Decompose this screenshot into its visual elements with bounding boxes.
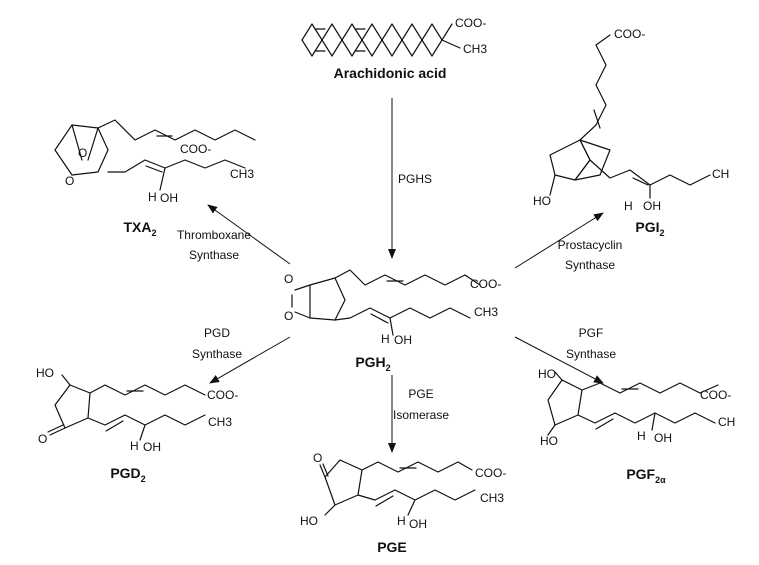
arachidonic-ch3-label: CH3 (463, 42, 487, 56)
pgd2-h-label: H (130, 439, 139, 453)
pgi2-structure: COO- CH HO H OH (533, 27, 729, 213)
pge-structure: O HO COO- CH3 H OH (300, 451, 506, 531)
enzyme-prostacyclin-synthase-line2: Synthase (565, 258, 615, 272)
txa2-cooh-label: COO- (180, 142, 211, 156)
pgd2-ch3-label: CH3 (208, 415, 232, 429)
pge-ch3-label: CH3 (480, 491, 504, 505)
arachidonic-acid-structure: COO- CH3 (301, 16, 487, 57)
pgf2a-name: PGF2α (626, 466, 666, 485)
pgi2-oh-label: OH (643, 199, 661, 213)
pgi2-cooh-label: COO- (614, 27, 645, 41)
pgh2-o-label-2: O (284, 309, 293, 323)
pgi2-ho-label: HO (533, 194, 551, 208)
pgi2-h-label: H (624, 199, 633, 213)
txa2-oh-label: OH (160, 191, 178, 205)
pgf2a-ho-label-1: HO (538, 367, 556, 381)
txa2-ch3-label: CH3 (230, 167, 254, 181)
enzyme-pgf-synthase-line1: PGF (579, 326, 604, 340)
pgh2-ch3-label: CH3 (474, 305, 498, 319)
enzyme-prostacyclin-synthase-line1: Prostacyclin (558, 238, 623, 252)
enzyme-thromboxane-synthase-line2: Synthase (189, 248, 239, 262)
pgd2-oh-label: OH (143, 440, 161, 454)
enzyme-pgf-synthase-line2: Synthase (566, 347, 616, 361)
arachidonic-cooh-label: COO- (455, 16, 486, 30)
pgf2a-cooh-label: COO- (700, 388, 731, 402)
pgi2-ch3-label: CH (712, 167, 729, 181)
pgh2-structure: O O COO- CH3 H OH (284, 269, 501, 347)
pgh2-cooh-label: COO- (470, 277, 501, 291)
pgh2-name: PGH2 (355, 354, 390, 373)
arrow-pgh2-to-pgd2 (209, 336, 291, 384)
arrow-pgh2-to-txa2 (207, 204, 291, 265)
arrow-pgh2-to-pgf2a (514, 336, 604, 384)
pgf2a-ch3-label: CH (718, 415, 735, 429)
pgd2-ho-label: HO (36, 366, 54, 380)
enzyme-thromboxane-synthase-line1: Thromboxane (177, 228, 251, 242)
txa2-structure: O O COO- CH3 H OH (54, 119, 256, 205)
txa2-o-label-1: O (78, 146, 87, 160)
pge-name: PGE (377, 539, 407, 555)
enzyme-pgd-synthase-line1: PGD (204, 326, 230, 340)
pge-keto-o-label: O (313, 451, 322, 465)
pgh2-h-label: H (381, 332, 390, 346)
pgh2-oh-label: OH (394, 333, 412, 347)
pge-ho-label: HO (300, 514, 318, 528)
pgi2-name: PGI2 (635, 219, 664, 238)
pge-oh-label: OH (409, 517, 427, 531)
pgd2-keto-o-label: O (38, 432, 47, 446)
pge-cooh-label: COO- (475, 466, 506, 480)
pgf2a-h-label: H (637, 429, 646, 443)
pgd2-structure: HO O COO- CH3 H OH (36, 366, 238, 454)
pgf2a-structure: HO HO COO- CH H OH (538, 367, 735, 448)
arrow-pgh2-to-pgi2 (514, 212, 604, 269)
enzyme-pge-isomerase-line2: Isomerase (393, 408, 449, 422)
pgf2a-oh-label: OH (654, 431, 672, 445)
pge-h-label: H (397, 514, 406, 528)
enzyme-pge-isomerase-line1: PGE (408, 387, 433, 401)
txa2-name: TXA2 (123, 219, 156, 238)
pgf2a-ho-label-2: HO (540, 434, 558, 448)
arachidonic-acid-name: Arachidonic acid (334, 65, 447, 81)
txa2-o-label-2: O (65, 174, 74, 188)
pgd2-name: PGD2 (110, 465, 145, 484)
enzyme-pghs-label: PGHS (398, 172, 432, 186)
pgd2-cooh-label: COO- (207, 388, 238, 402)
txa2-h-label: H (148, 190, 157, 204)
pgh2-o-label-1: O (284, 272, 293, 286)
enzyme-pgd-synthase-line2: Synthase (192, 347, 242, 361)
